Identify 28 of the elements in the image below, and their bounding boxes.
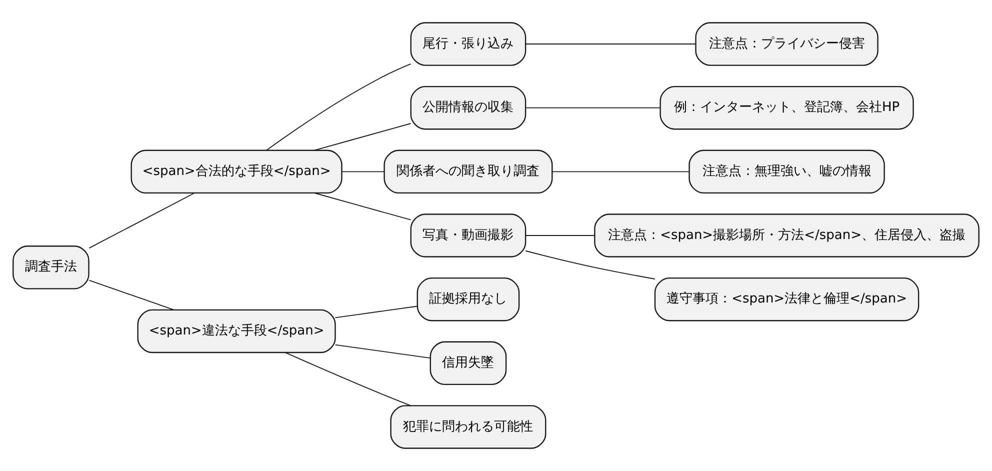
node-box: 注意点：<span>撮影場所・方法</span>、住居侵入、盗撮: [594, 214, 980, 258]
node-box: 関係者への聞き取り調査: [384, 150, 553, 194]
node-box: 写真・動画撮影: [410, 214, 526, 258]
node-box: 調査手法: [12, 246, 90, 290]
node-box: 証拠採用なし: [416, 277, 520, 322]
connector: [334, 306, 418, 318]
connector: [314, 123, 412, 151]
node-box: 遵守事項：<span>法律と倫理</span>: [654, 277, 920, 322]
node-box: 注意点：プライバシー侵害: [695, 22, 878, 66]
connector: [266, 63, 412, 151]
connector: [525, 235, 595, 236]
node-box: 信用失墜: [430, 341, 507, 386]
connector: [88, 280, 175, 310]
node-box: <span>違法な手段</span>: [137, 309, 336, 354]
connector: [342, 171, 384, 172]
connector: [525, 250, 656, 280]
connector: [334, 344, 431, 359]
connector: [88, 192, 195, 249]
connector: [552, 171, 690, 172]
node-box: 例：インターネット、登記簿、会社HP: [660, 86, 914, 130]
node-box: 犯罪に問われる可能性: [390, 405, 546, 449]
connector: [314, 192, 412, 220]
node-box: <span>合法的な手段</span>: [130, 150, 342, 194]
connector: [525, 107, 661, 108]
node-box: 尾行・張り込み: [410, 22, 526, 66]
node-box: 公開情報の収集: [410, 86, 526, 130]
connector: [284, 352, 412, 406]
node-box: 注意点：無理強い、嘘の情報: [688, 150, 885, 194]
